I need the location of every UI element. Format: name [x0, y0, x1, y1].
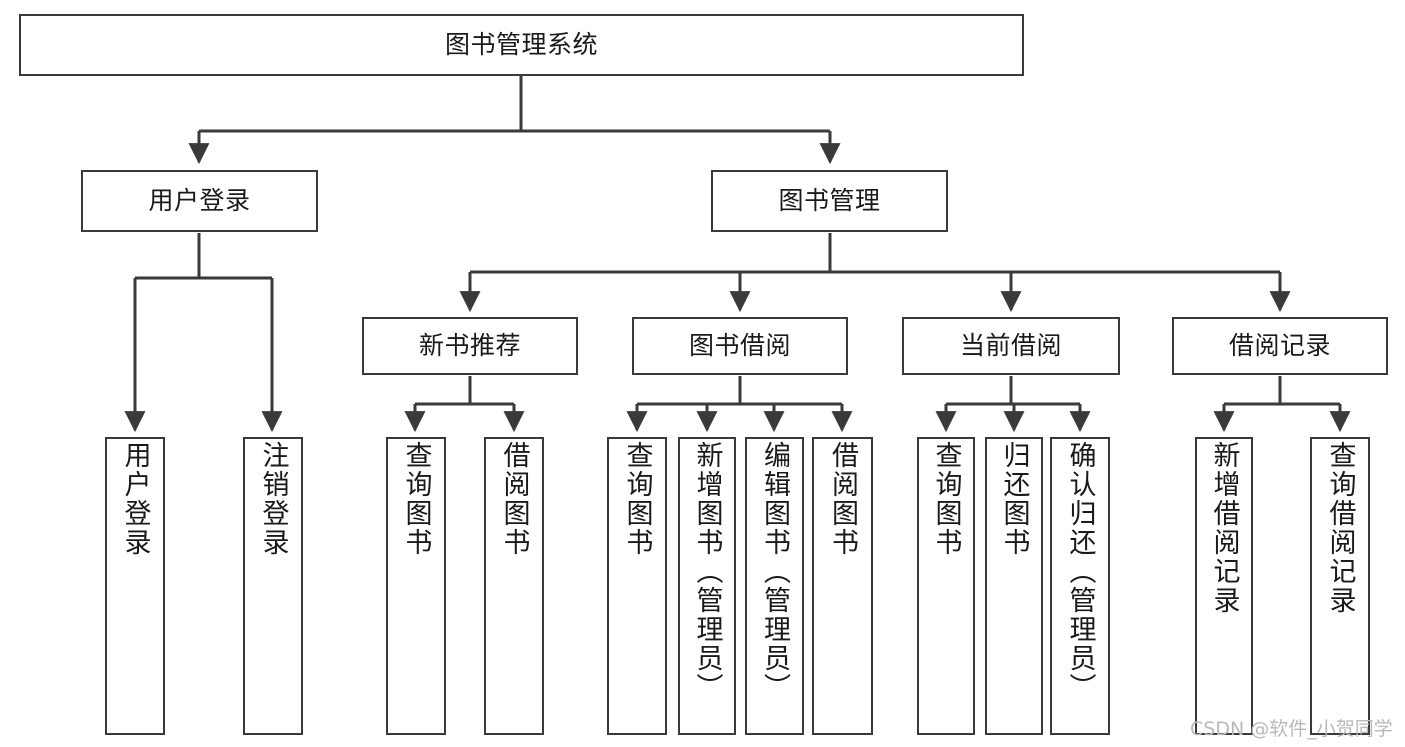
node-label: 用户登录	[148, 186, 251, 215]
leaf-logout[interactable]: 注销登录	[243, 437, 303, 735]
node-label: 注销登录	[257, 441, 289, 557]
node-book-borrow[interactable]: 图书借阅	[632, 317, 848, 375]
node-label: 用户登录	[119, 441, 151, 557]
leaf-query-book-3[interactable]: 查询图书	[917, 437, 975, 735]
node-current-borrow[interactable]: 当前借阅	[902, 317, 1120, 375]
node-label: 查询借阅记录	[1324, 441, 1356, 615]
node-label: 新书推荐	[418, 331, 521, 360]
leaf-confirm-return[interactable]: 确认归还（管理员）	[1050, 437, 1110, 735]
csdn-watermark: CSDN @软件_小贺同学	[1190, 718, 1393, 740]
node-label: 图书管理系统	[444, 30, 598, 59]
leaf-query-book-1[interactable]: 查询图书	[386, 437, 446, 735]
node-root-book-management-system[interactable]: 图书管理系统	[19, 14, 1024, 76]
leaf-query-book-2[interactable]: 查询图书	[607, 437, 667, 735]
node-label: 当前借阅	[959, 331, 1062, 360]
node-label: 编辑图书（管理员）	[759, 441, 790, 702]
node-label: 新增图书（管理员）	[691, 441, 723, 702]
node-label: 归还图书	[998, 441, 1030, 557]
leaf-return-book[interactable]: 归还图书	[985, 437, 1043, 735]
node-label: 图书管理	[778, 186, 881, 215]
leaf-borrow-book-2[interactable]: 借阅图书	[812, 437, 873, 735]
node-new-book-recommend[interactable]: 新书推荐	[362, 317, 578, 375]
node-label: 查询图书	[930, 441, 962, 557]
leaf-add-book[interactable]: 新增图书（管理员）	[678, 437, 736, 735]
node-label: 确认归还（管理员）	[1064, 441, 1096, 702]
node-label: 查询图书	[400, 441, 432, 557]
leaf-add-record[interactable]: 新增借阅记录	[1195, 437, 1253, 735]
node-user-login[interactable]: 用户登录	[81, 170, 318, 232]
node-label: 图书借阅	[688, 331, 791, 360]
node-label: 借阅图书	[498, 441, 530, 557]
node-label: 查询图书	[621, 441, 653, 557]
leaf-user-login[interactable]: 用户登录	[105, 437, 165, 735]
node-label: 新增借阅记录	[1208, 441, 1240, 615]
leaf-borrow-book-1[interactable]: 借阅图书	[484, 437, 544, 735]
leaf-query-record[interactable]: 查询借阅记录	[1310, 437, 1370, 735]
node-borrow-record[interactable]: 借阅记录	[1172, 317, 1388, 375]
node-label: 借阅记录	[1228, 331, 1331, 360]
node-book-management[interactable]: 图书管理	[711, 170, 948, 232]
node-label: 借阅图书	[827, 441, 858, 557]
leaf-edit-book[interactable]: 编辑图书（管理员）	[745, 437, 804, 735]
